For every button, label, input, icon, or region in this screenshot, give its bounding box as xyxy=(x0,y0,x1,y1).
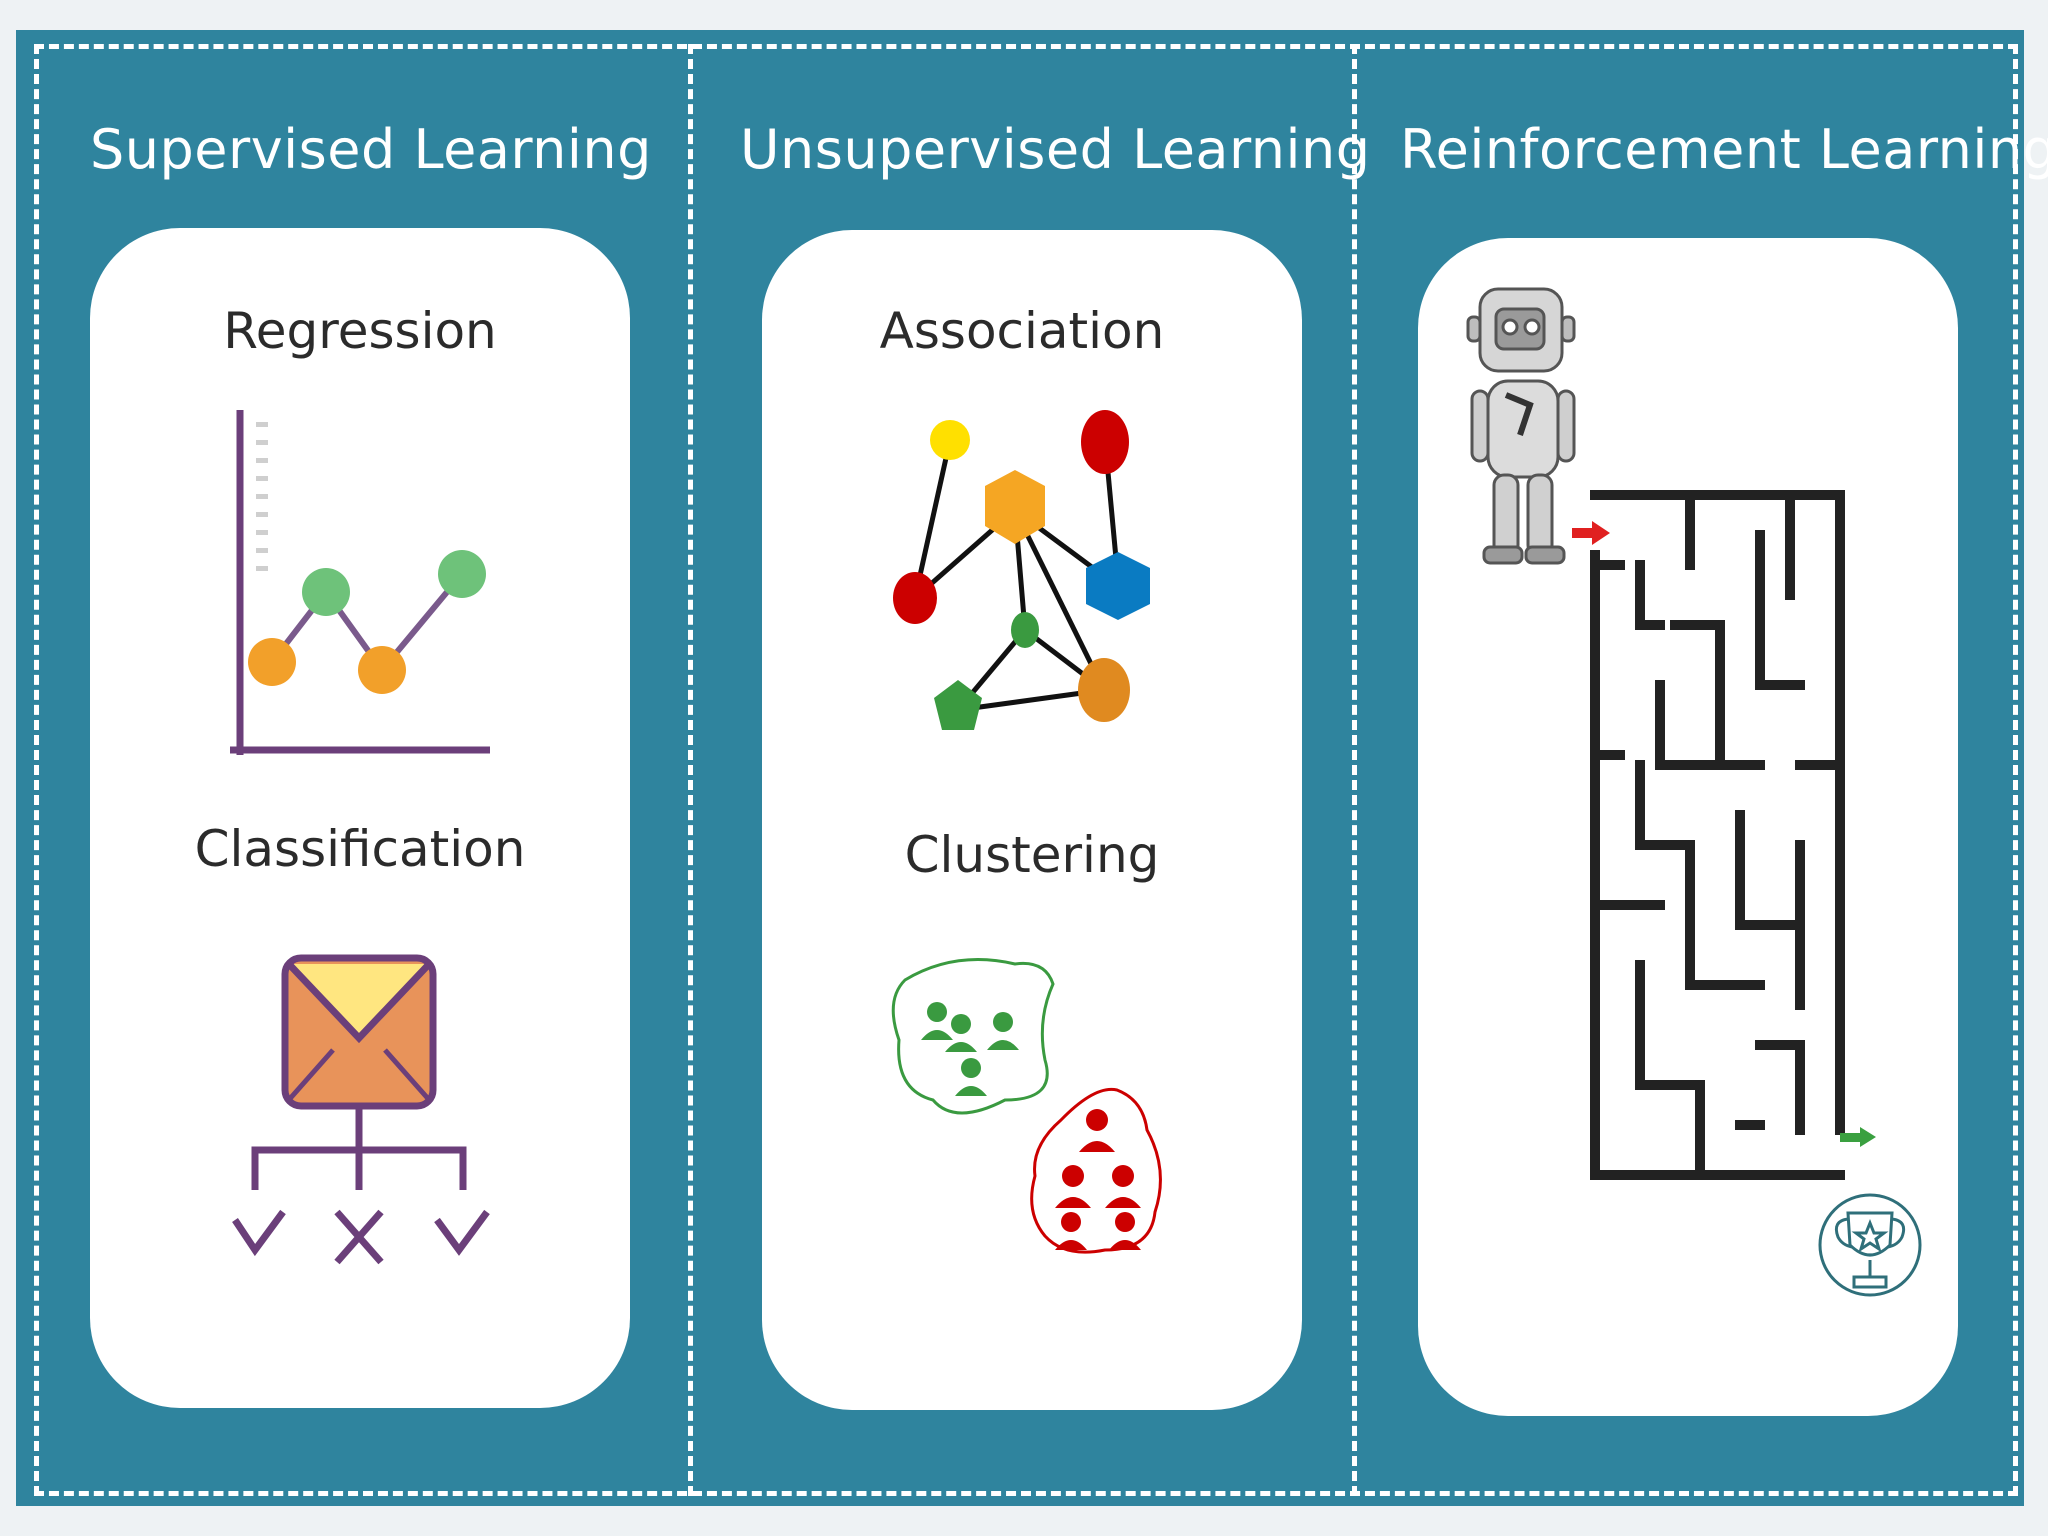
email-classification-icon xyxy=(232,954,490,1265)
trophy-icon xyxy=(1818,1193,1922,1297)
column-divider-2 xyxy=(1352,44,1357,1496)
supervised-learning-card xyxy=(90,228,630,1408)
robot-icon xyxy=(1466,287,1576,565)
reinforcement-learning-title: Reinforcement Learning xyxy=(1400,118,2048,181)
association-label: Association xyxy=(879,302,1165,360)
unsupervised-learning-title: Unsupervised Learning xyxy=(740,118,1371,181)
line-chart-icon xyxy=(230,410,490,755)
dashed-border xyxy=(34,44,2018,1496)
network-graph-icon xyxy=(893,410,1150,730)
supervised-learning-title: Supervised Learning xyxy=(90,118,652,181)
column-divider-1 xyxy=(688,44,693,1496)
regression-label: Regression xyxy=(223,302,497,360)
clustering-label: Clustering xyxy=(904,826,1160,884)
maze-icon xyxy=(1590,490,1845,1180)
exit-arrow-icon xyxy=(1840,1127,1876,1147)
classification-label: Classification xyxy=(194,820,526,878)
entry-arrow-icon xyxy=(1572,521,1610,545)
people-clusters-icon xyxy=(891,958,1162,1254)
robot-maze-icon xyxy=(1466,287,1922,1297)
